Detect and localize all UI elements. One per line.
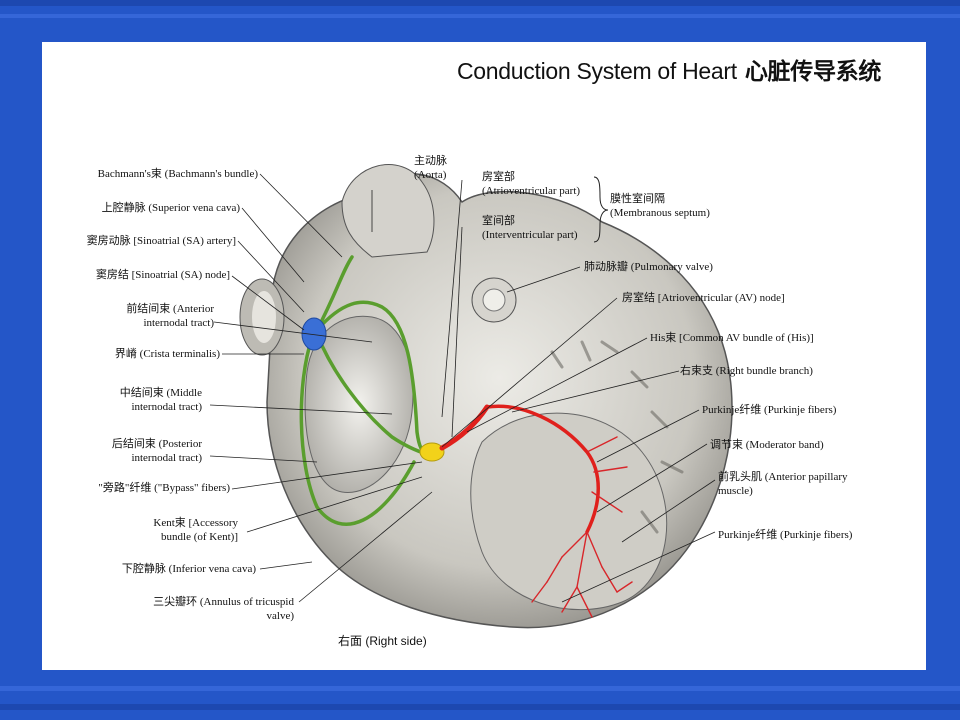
label-bachmann-bundle: Bachmann's束 (Bachmann's bundle) [97,168,258,180]
label-pulmonary-valve: 肺动脉瓣 (Pulmonary valve) [584,261,713,273]
title-cn: 心脏传导系统 [744,58,882,84]
slide-panel: Conduction System of Heart 心脏传导系统 [42,42,926,670]
label-inferior-vena-cava: 下腔静脉 (Inferior vena cava) [121,563,256,575]
membranous-septum-brace [593,176,609,243]
label-interventricular-part: 室间部(Interventricular part) [482,215,578,241]
label-sa-node: 窦房结 [Sinoatrial (SA) node] [95,269,230,281]
label-superior-vena-cava: 上腔静脉 (Superior vena cava) [101,202,240,214]
label-aorta: 主动脉(Aorta) [414,155,447,181]
right-ventricle-cavity [470,412,668,611]
label-moderator-band: 调节束 (Moderator band) [710,439,824,451]
middle-tract [315,332,429,456]
label-purkinje-fibers-lower: Purkinje纤维 (Purkinje fibers) [718,529,853,541]
label-av-node: 房室结 [Atrioventricular (AV) node] [622,292,785,304]
sa-node [301,317,327,351]
aorta-shape [341,164,435,258]
slide-title: Conduction System of Heart 心脏传导系统 [457,52,917,86]
heart-illustration [209,164,733,629]
bachmann-bundle [315,255,354,332]
label-purkinje-fibers-upper: Purkinje纤维 (Purkinje fibers) [702,404,837,416]
purkinje-fibers [531,436,633,618]
label-crista-terminalis: 界嵴 (Crista terminalis) [114,348,220,360]
label-right-bundle-branch: 右束支 (Right bundle branch) [680,365,813,377]
bg-stripe [0,704,960,710]
bg-stripe [0,0,960,6]
label-his-bundle: His束 [Common AV bundle of (His)] [650,332,814,344]
anterior-tract [315,300,429,456]
label-av-part: 房室部(Atrioventricular part) [482,171,581,197]
title-en: Conduction System of Heart [457,58,737,84]
label-membranous-septum: 膜性室间隔(Membranous septum) [610,193,710,219]
label-bypass-fibers: "旁路"纤维 ("Bypass" fibers) [98,482,230,494]
bg-stripe [0,14,960,18]
posterior-tract [299,336,416,526]
av-node [419,442,445,462]
label-right-side: 右面 (Right side) [338,634,427,648]
label-sa-artery: 窦房动脉 [Sinoatrial (SA) artery] [86,235,236,247]
bg-stripe [0,686,960,691]
